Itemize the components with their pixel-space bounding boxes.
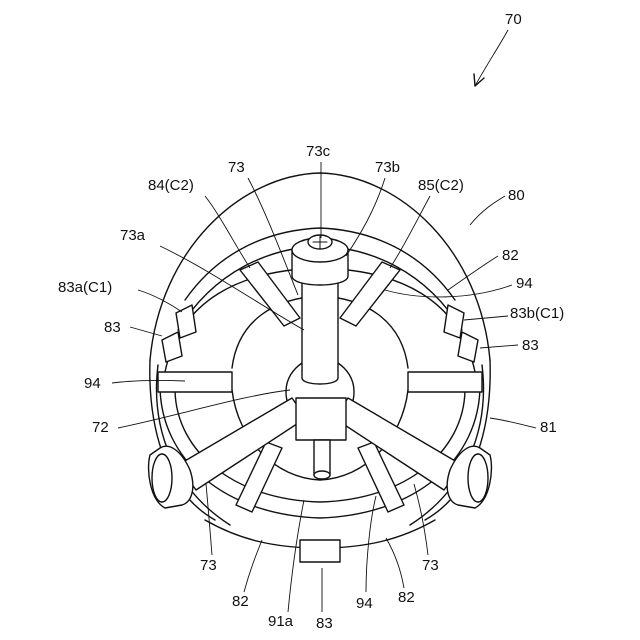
upper-arm-73 <box>292 235 348 384</box>
lower-left-arm-73 <box>149 398 306 508</box>
label-85: 85(C2) <box>418 177 464 194</box>
label-73b: 73b <box>375 159 400 176</box>
label-83a: 83a(C1) <box>58 279 112 296</box>
rib-upper-left <box>240 262 300 326</box>
arm-lower-right <box>334 398 462 490</box>
clip-83-left <box>162 332 182 362</box>
label-73-br: 73 <box>422 557 439 574</box>
leader-82-br <box>386 538 404 588</box>
label-82-br: 82 <box>398 589 415 606</box>
pin-end <box>314 471 330 479</box>
label-83b: 83b(C1) <box>510 305 564 322</box>
label-73-top: 73 <box>228 159 245 176</box>
leader-70 <box>475 30 508 86</box>
lower-right-arm-73 <box>334 398 491 508</box>
rib-left <box>158 372 232 392</box>
label-83-left: 83 <box>104 319 121 336</box>
label-94-left: 94 <box>84 375 101 392</box>
label-81: 81 <box>540 419 557 436</box>
label-83-right: 83 <box>522 337 539 354</box>
label-94-bottom: 94 <box>356 595 373 612</box>
pin <box>314 440 330 475</box>
label-94-right: 94 <box>516 275 533 292</box>
leader-83b <box>464 316 508 320</box>
label-80: 80 <box>508 187 525 204</box>
arm-end-face-right <box>468 454 488 502</box>
clip-83b <box>444 305 464 338</box>
label-73c: 73c <box>306 143 331 160</box>
arm-end-face-left <box>152 454 172 502</box>
leader-73b <box>346 178 385 256</box>
arm-lower-left <box>178 398 306 490</box>
rib-right <box>408 372 482 392</box>
label-70: 70 <box>505 11 522 28</box>
leader-83-left <box>130 327 162 336</box>
leader-83-right <box>480 345 518 348</box>
arrowhead-70 <box>474 74 484 86</box>
label-83-bottom: 83 <box>316 615 333 632</box>
label-84: 84(C2) <box>148 177 194 194</box>
clip-83-right <box>458 332 478 362</box>
label-73-bl: 73 <box>200 557 217 574</box>
leader-73-bl <box>206 484 212 555</box>
assembly-ref-70: 70 <box>474 11 522 86</box>
label-82-bl: 82 <box>232 593 249 610</box>
leader-81 <box>490 418 536 428</box>
label-72: 72 <box>92 419 109 436</box>
clip-83-bottom <box>300 540 340 562</box>
leader-80 <box>470 196 505 225</box>
block-body <box>296 398 346 440</box>
bottom-block <box>296 398 346 479</box>
leader-82-bl <box>244 540 262 592</box>
leader-82-right <box>448 256 498 290</box>
label-82-right: 82 <box>502 247 519 264</box>
label-73a: 73a <box>120 227 146 244</box>
rib-upper-right <box>340 262 400 326</box>
label-91a: 91a <box>268 613 294 630</box>
